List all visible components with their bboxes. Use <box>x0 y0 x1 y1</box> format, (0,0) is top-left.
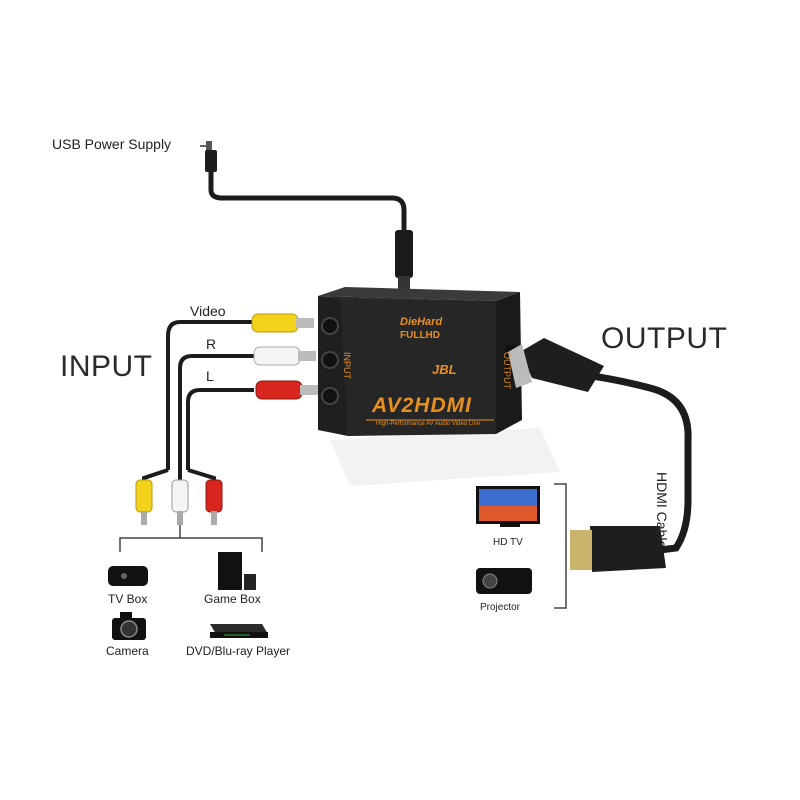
device-port-output: OUTPUT <box>502 352 512 389</box>
rca-plug-yellow <box>251 313 299 333</box>
rca-end-red <box>205 479 223 513</box>
output-label: OUTPUT <box>601 322 728 355</box>
dvd-player-icon <box>210 624 268 638</box>
video-label: Video <box>190 303 226 319</box>
av2hdmi-converter <box>318 287 522 436</box>
l-channel-label: L <box>206 368 214 384</box>
camera-icon <box>112 612 146 640</box>
device-logo: JBL <box>432 362 457 377</box>
game-box-icon <box>218 552 256 590</box>
rca-plug-red <box>255 380 303 400</box>
hdmi-cable <box>508 338 692 572</box>
device-port-input: INPUT <box>342 352 352 379</box>
display-bracket <box>554 483 567 609</box>
rca-end-yellow <box>135 479 153 513</box>
usb-power-supply-label: USB Power Supply <box>52 136 172 152</box>
dvd-player-label: DVD/Blu-ray Player <box>186 644 291 658</box>
input-label: INPUT <box>60 350 153 383</box>
tv-box-icon <box>108 566 148 586</box>
r-channel-label: R <box>206 336 217 352</box>
projector-label: Projector <box>480 602 521 613</box>
device-brand-top: DieHard <box>400 316 443 328</box>
hdmi-plug-device <box>520 338 604 392</box>
hdmi-cable-label: HDMI Cable <box>654 472 670 549</box>
usb-power-cable <box>200 141 413 290</box>
rca-jacks <box>321 317 339 405</box>
usb-plug <box>205 150 217 172</box>
hd-tv-icon <box>476 486 540 527</box>
device-model: AV2HDMI <box>372 394 472 417</box>
usb-plug-tip <box>206 141 212 151</box>
rca-plug-white <box>253 346 301 366</box>
rca-cables-lower <box>135 468 223 525</box>
rca-end-white <box>171 479 189 513</box>
camera-label: Camera <box>106 644 149 658</box>
hdmi-plug-display <box>590 526 666 572</box>
source-bracket <box>119 525 263 552</box>
device-brand-sub: FULLHD <box>400 330 440 341</box>
game-box-label: Game Box <box>204 592 261 606</box>
power-plug <box>395 230 413 278</box>
projector-icon <box>476 568 532 594</box>
rca-cables-upper <box>166 313 318 470</box>
hd-tv-label: HD TV <box>493 537 523 548</box>
device-tagline: High-Performance AV Audio Video Line <box>376 421 481 427</box>
tv-box-label: TV Box <box>108 592 148 606</box>
